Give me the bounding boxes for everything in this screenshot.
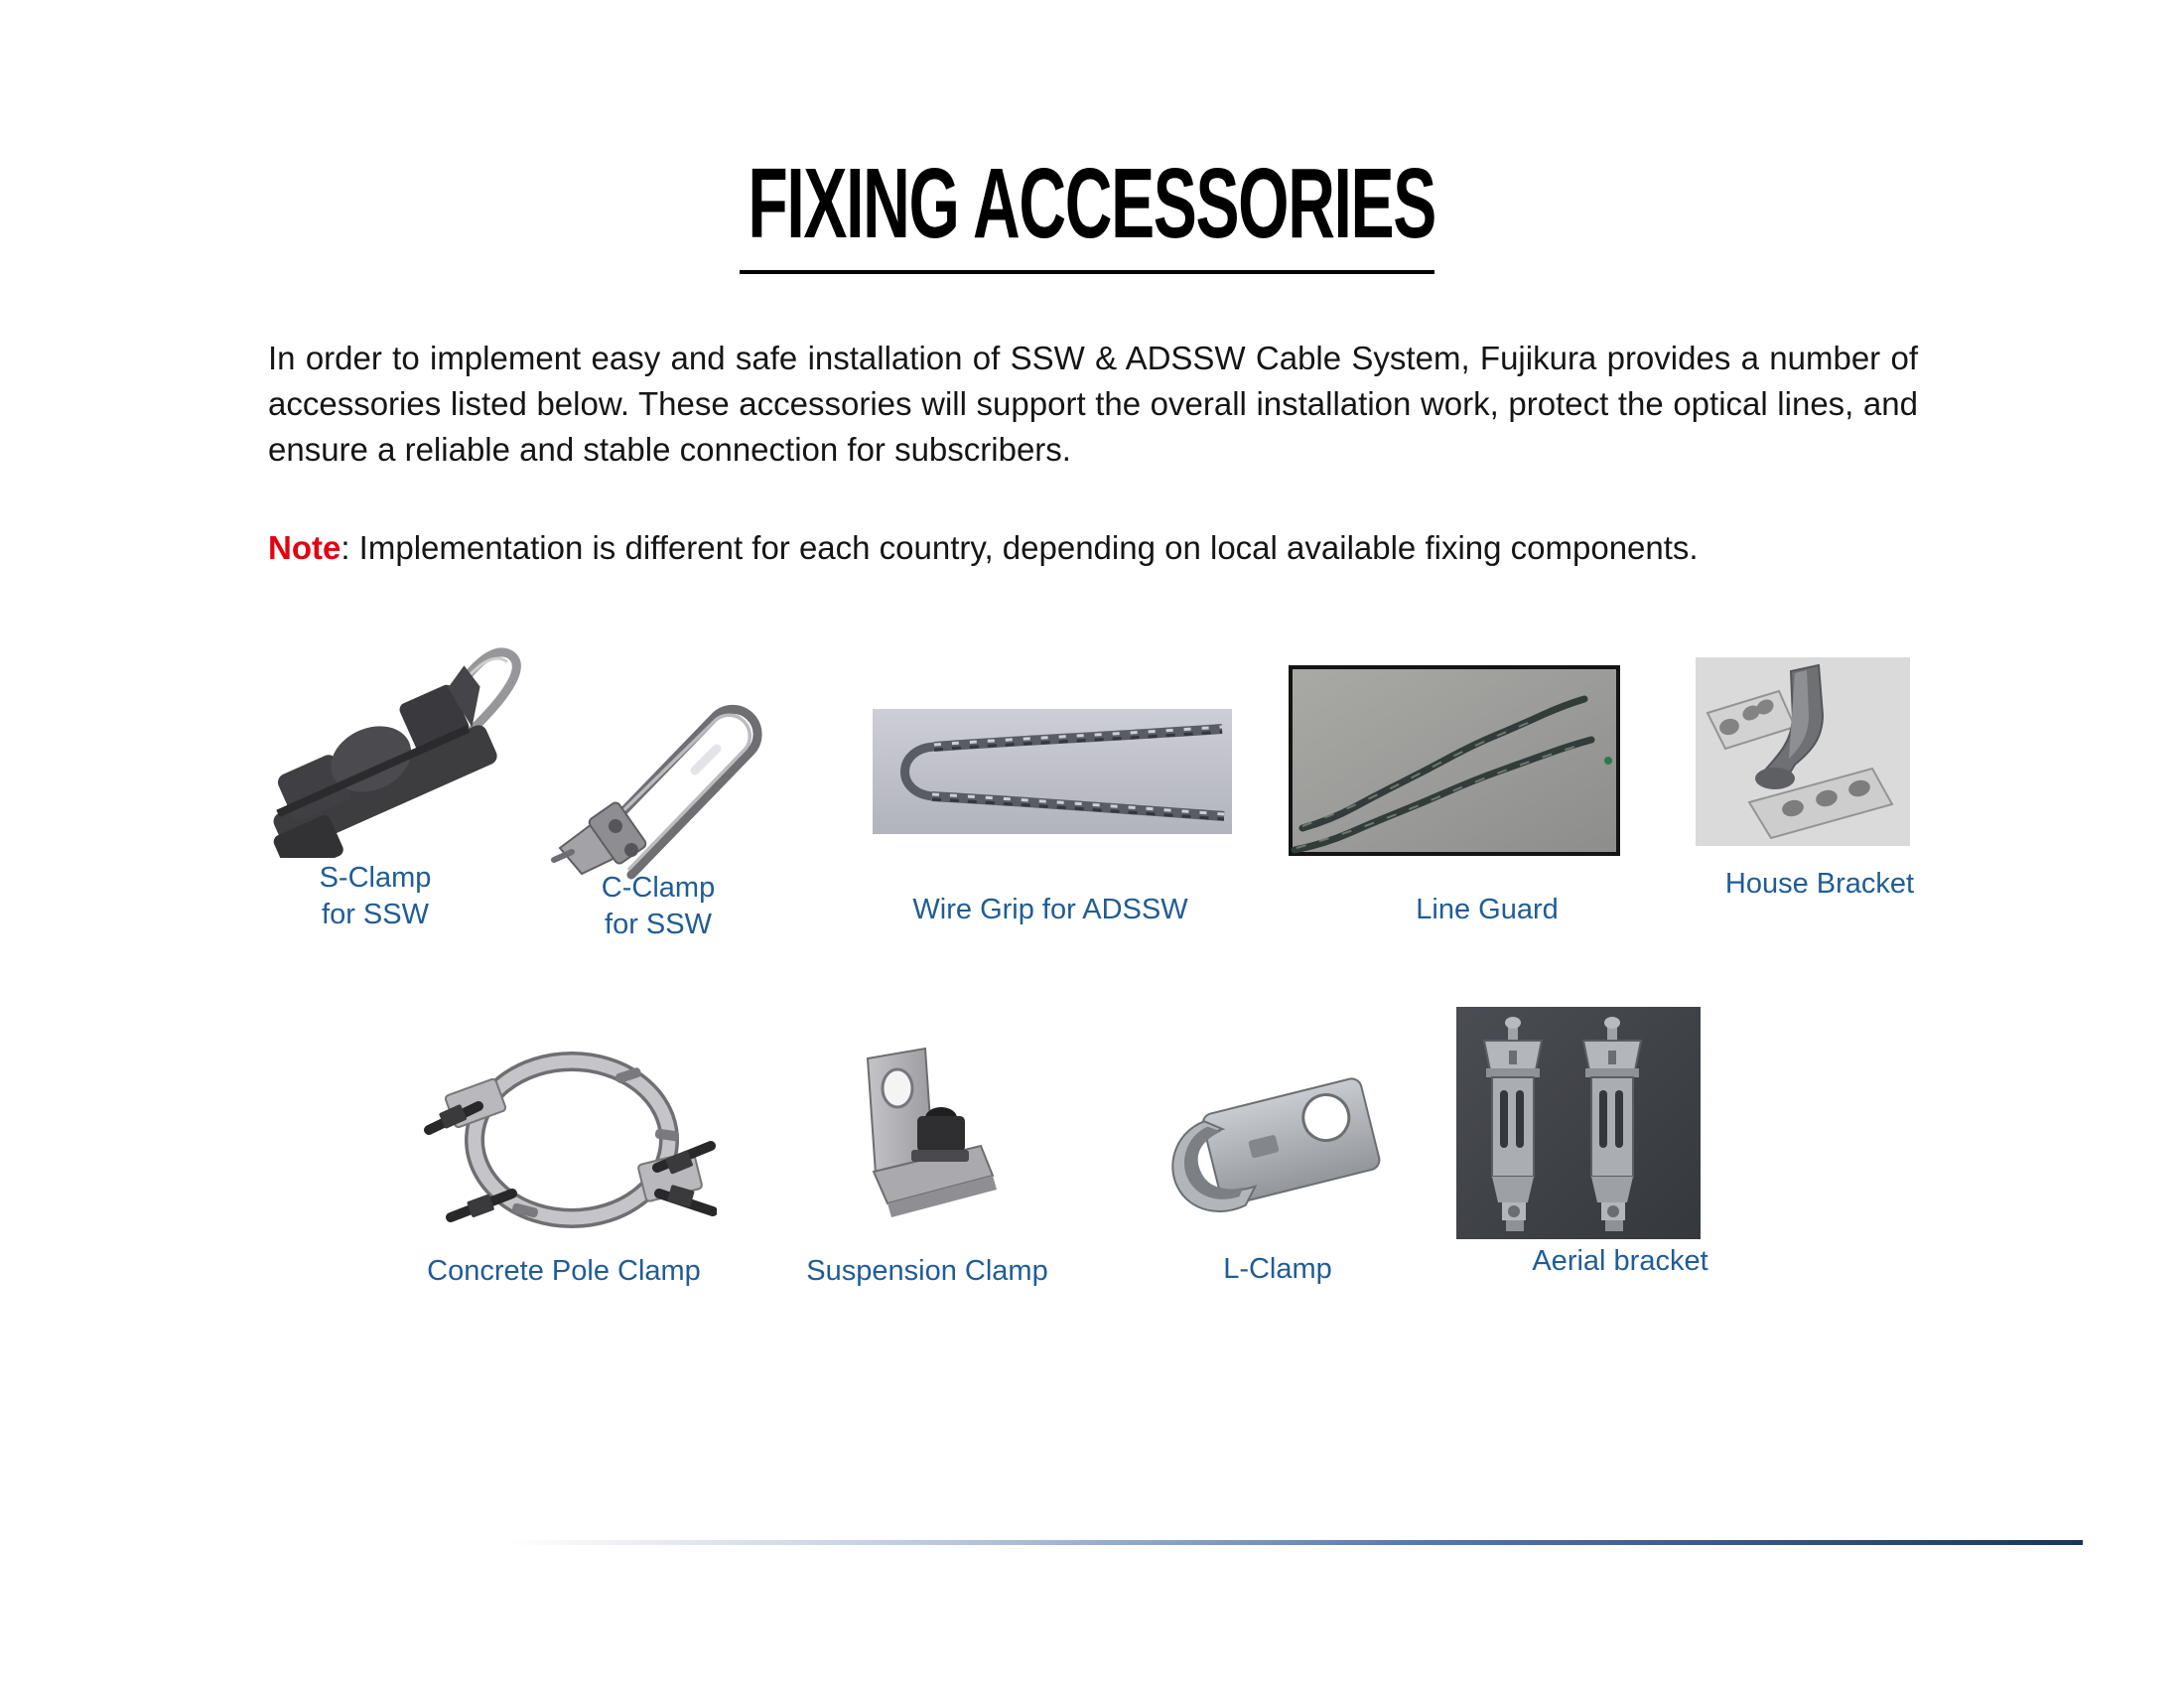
figure-aerial-bracket — [1456, 1007, 1701, 1239]
figure-wire-grip — [873, 709, 1232, 834]
note-paragraph: Note: Implementation is different for ea… — [268, 526, 1918, 570]
house-bracket-image — [1696, 657, 1910, 846]
label-c-clamp: C-Clamp for SSW — [601, 872, 716, 940]
label-suspension-clamp: Suspension Clamp — [806, 1255, 1048, 1287]
label-concrete-pole-clamp: Concrete Pole Clamp — [427, 1255, 701, 1287]
figure-c-clamp — [548, 667, 806, 886]
label-l-clamp: L-Clamp — [1223, 1253, 1332, 1285]
figure-house-bracket — [1696, 657, 1910, 846]
label-wire-grip: Wire Grip for ADSSW — [912, 894, 1188, 925]
label-line-guard: Line Guard — [1416, 894, 1559, 925]
label-aerial-bracket: Aerial bracket — [1532, 1245, 1708, 1277]
figure-line-guard — [1289, 665, 1620, 856]
intro-paragraph: In order to implement easy and safe inst… — [268, 340, 1918, 468]
wire-grip-image — [873, 709, 1232, 834]
figure-s-clamp — [226, 620, 556, 877]
title-underline — [740, 270, 1434, 274]
l-clamp-image — [1171, 1077, 1381, 1212]
page-title: FIXING ACCESSORIES — [748, 148, 1437, 259]
s-clamp-image — [273, 647, 521, 877]
aerial-bracket-image — [1456, 1007, 1701, 1239]
label-house-bracket: House Bracket — [1724, 868, 1915, 900]
figure-l-clamp — [1154, 1051, 1390, 1246]
concrete-pole-clamp-image — [424, 1052, 718, 1228]
figure-concrete-pole-clamp — [421, 1043, 718, 1244]
note-label: Note — [268, 529, 341, 566]
figure-suspension-clamp — [830, 1045, 1011, 1248]
note-text: : Implementation is different for each c… — [341, 529, 1699, 566]
c-clamp-image — [551, 704, 762, 880]
footer-divider-line — [506, 1540, 2083, 1545]
line-guard-image — [1289, 665, 1620, 856]
label-s-clamp: S-Clamp for SSW — [319, 862, 432, 930]
suspension-clamp-image — [866, 1047, 997, 1217]
